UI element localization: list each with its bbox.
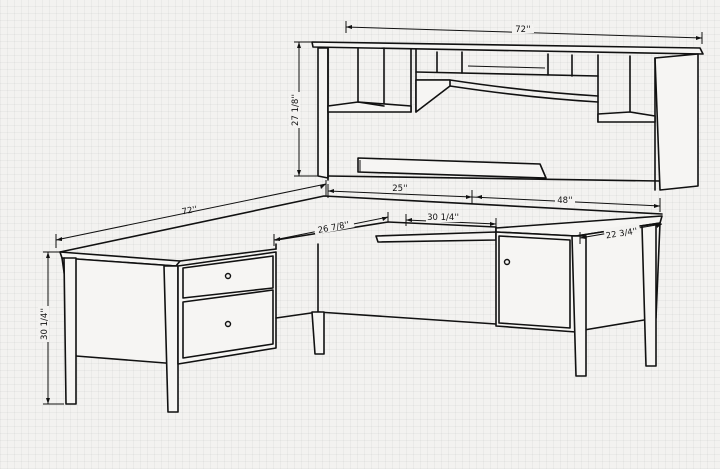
corner-leg (311, 311, 325, 355)
desk-depth-label: 22 3/4'' (605, 227, 638, 242)
hutch-right-shelf (597, 111, 656, 123)
keyboard-tray-label: 30 1/4'' (427, 213, 459, 223)
hutch (311, 41, 704, 191)
left-front-leg (63, 257, 77, 405)
desk-width-label: 48'' (557, 196, 573, 206)
hutch-top (311, 41, 704, 55)
hutch-left-side (317, 47, 329, 179)
file-drawer-knob (224, 320, 232, 328)
left-rear-leg (163, 265, 179, 413)
center-span-label: 25'' (392, 184, 408, 194)
right-front-leg (571, 235, 587, 377)
keyboard-tray (375, 231, 497, 243)
hutch-width-label: 72'' (515, 25, 531, 35)
cabinet-door (498, 235, 571, 329)
return-inner-label: 26 7/8'' (317, 220, 350, 236)
desk-top-back-edge (59, 195, 663, 253)
door-knob (503, 258, 511, 266)
desk (59, 195, 663, 413)
top-drawer-knob (224, 272, 232, 280)
hutch-height-label: 27 1/8'' (291, 94, 301, 126)
hutch-left-shelf (327, 101, 412, 113)
desk-height-label: 30 1/4'' (40, 308, 50, 340)
hutch-bottom-rail (357, 157, 547, 179)
return-end-panel (61, 257, 179, 365)
hutch-right-side (654, 53, 699, 191)
return-width-label: 72'' (181, 205, 198, 218)
hutch-arch (415, 79, 599, 97)
right-rear-leg (641, 223, 657, 367)
